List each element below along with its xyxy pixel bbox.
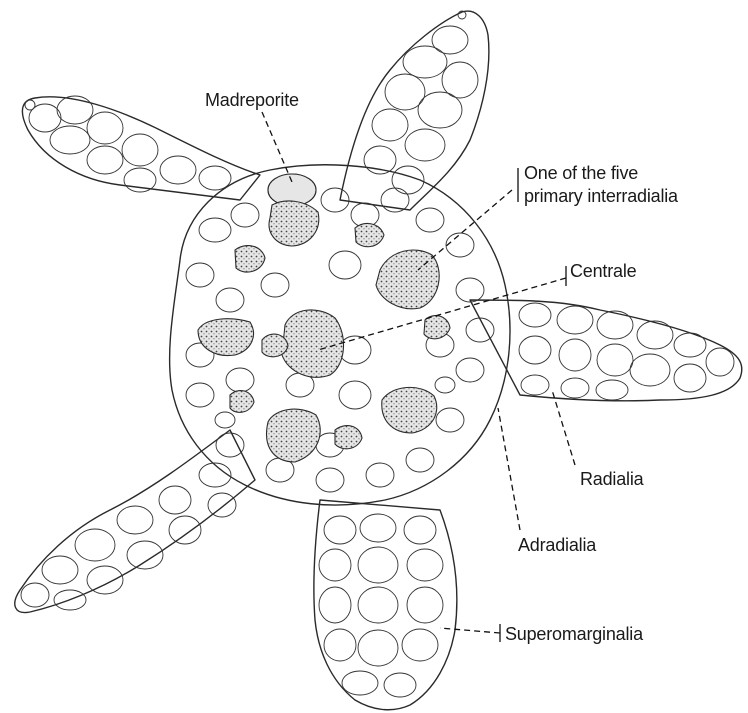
label-centrale: Centrale	[570, 261, 636, 281]
leader-madreporite	[262, 112, 292, 182]
primary-plates	[198, 174, 450, 462]
leader-superomarginalia	[440, 628, 500, 633]
leader-interradialia	[418, 190, 512, 270]
leader-radialia	[552, 390, 575, 465]
label-adradialia: Adradialia	[518, 535, 596, 555]
leader-adradialia	[498, 408, 520, 530]
arm-lower-left	[15, 430, 255, 613]
label-radialia: Radialia	[580, 469, 643, 489]
label-madreporite: Madreporite	[205, 90, 299, 110]
arm-upper-left-plates	[25, 96, 231, 192]
arm-lower-left-plates	[21, 463, 236, 610]
arm-bottom	[314, 500, 457, 710]
label-interradialia-line1: One of the five	[524, 163, 638, 183]
arm-right-plates	[519, 303, 734, 400]
plates	[21, 11, 734, 697]
leader-centrale	[318, 278, 566, 350]
label-superomarginalia: Superomarginalia	[505, 624, 643, 644]
arm-upper-right	[340, 11, 489, 210]
arm-right	[470, 300, 742, 401]
arm-bottom-plates	[319, 514, 443, 697]
label-interradialia-line2: primary interradialia	[524, 186, 678, 206]
arm-upper-left	[22, 97, 260, 200]
